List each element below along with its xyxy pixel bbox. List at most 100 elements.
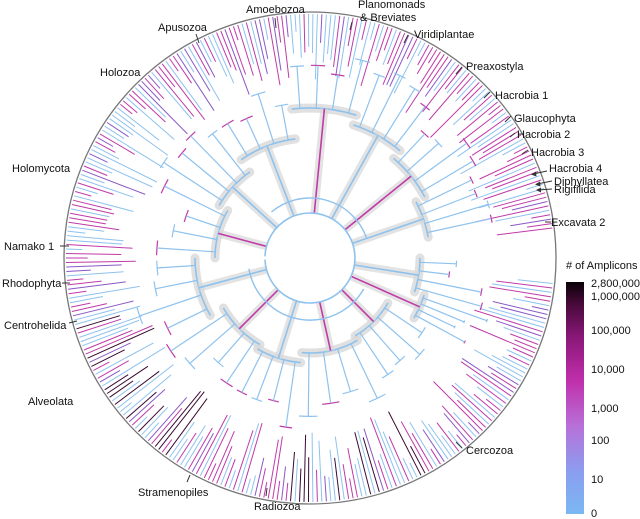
tree-tip-branch: [294, 459, 299, 502]
tree-tip-branch: [327, 14, 332, 54]
tree-tip-branch: [290, 451, 295, 502]
tree-tip-branch: [330, 15, 336, 61]
tree-tip-branch: [67, 226, 105, 232]
subclade-arc: [434, 138, 443, 148]
centrohelida-tick: [68, 320, 78, 324]
tree-tip-branch: [491, 372, 517, 390]
tree-tip-branch: [383, 28, 393, 51]
tree-tip-branch: [453, 412, 477, 438]
tree-tip-branch: [502, 142, 526, 156]
tree-tip-branch: [281, 15, 290, 79]
tree-tip-branch: [73, 195, 134, 212]
tree-tip-branch: [389, 36, 414, 87]
subclade-arc: [212, 357, 224, 368]
subclade-connector: [272, 359, 285, 401]
tree-tip-branch: [67, 230, 86, 234]
subclade-arc: [485, 318, 489, 323]
tree-tip-branch: [138, 405, 165, 432]
tree-tip-branch: [511, 201, 548, 211]
tree-tip-branch: [66, 271, 124, 277]
tree-tip-branch: [382, 29, 397, 65]
tree-tip-branch: [184, 436, 204, 468]
tree-tip-branch: [359, 21, 372, 65]
legend-tick-label: 10: [591, 474, 603, 486]
tree-tip-branch: [471, 126, 517, 156]
subclade-connector: [347, 60, 364, 114]
tree-tip-branch: [503, 326, 540, 341]
clade-label-amoebozoa: Amoebozoa: [246, 4, 306, 16]
tree-tip-branch: [335, 16, 345, 77]
tree-tip-branch: [460, 361, 512, 397]
tree-tip-branch: [427, 423, 453, 457]
tree-tip-branch: [478, 134, 522, 160]
tree-tip-branch: [117, 107, 160, 141]
root-arc: [270, 197, 368, 238]
tree-tip-branch: [531, 214, 551, 219]
tree-tip-branch: [510, 333, 539, 345]
tree-tip-branch: [491, 354, 526, 374]
tree-tip-branch: [120, 104, 133, 115]
tree-tip-branch: [460, 138, 524, 175]
tree-tip-branch: [382, 431, 406, 484]
tree-tip-branch: [66, 248, 83, 251]
tree-tip-branch: [158, 66, 176, 88]
tree-tip-branch: [387, 31, 401, 65]
subclade-arc: [279, 425, 293, 429]
tree-tip-branch: [524, 296, 551, 302]
tree-tip-branch: [456, 434, 467, 447]
subclade-arc: [160, 179, 169, 194]
clade-label-holozoa: Holozoa: [100, 67, 141, 79]
tree-tip-branch: [71, 204, 115, 215]
tree-tip-branch: [97, 360, 129, 379]
tree-tip-branch: [430, 448, 441, 465]
tree-tip-branch: [102, 346, 166, 387]
tree-tip-branch: [212, 431, 235, 482]
tree-tip-branch: [70, 296, 103, 304]
tree-tip-branch: [347, 17, 354, 47]
tree-tip-branch: [80, 319, 140, 343]
tree-tip-branch: [67, 280, 102, 286]
tree-tip-branch: [165, 60, 203, 111]
tree-tip-branch: [455, 78, 477, 102]
tree-tip-branch: [457, 119, 512, 158]
hacrobia2-tick: [509, 132, 516, 138]
tree-tip-branch: [187, 46, 221, 102]
tree-tip-branch: [254, 457, 265, 496]
clade-label-breviates: & Breviates: [360, 12, 417, 24]
tree-tip-branch: [444, 67, 463, 90]
tree-tip-branch: [513, 298, 550, 307]
tree-tip-branch: [472, 88, 486, 102]
tree-tip-branch: [508, 354, 530, 366]
tree-tip-branch: [362, 437, 380, 493]
tree-tip-branch: [363, 428, 385, 491]
tree-tip-branch: [71, 303, 108, 312]
tree-tip-branch: [69, 217, 106, 225]
tree-tip-branch: [144, 422, 160, 439]
tree-tip-branch: [99, 369, 121, 383]
clade-label-hacrobia1: Hacrobia 1: [495, 90, 548, 102]
tree-tip-branch: [76, 186, 98, 195]
tree-tip-branch: [512, 347, 534, 358]
subclade-connector: [417, 179, 472, 207]
tree-tip-branch: [102, 129, 164, 169]
tree-tip-branch: [483, 179, 542, 200]
subclade-connector: [245, 118, 261, 150]
clade-label-preaxostyla: Preaxostyla: [466, 61, 524, 73]
hacrobia4-arrowhead: [531, 171, 537, 177]
subclade-connector: [414, 142, 468, 182]
tree-tip-branch: [187, 427, 213, 470]
tree-tip-branch: [469, 98, 496, 121]
tree-tip-branch: [245, 22, 263, 82]
tree-tip-branch: [89, 342, 131, 363]
tree-tip-branch: [374, 419, 401, 485]
tree-tip-branch: [410, 445, 426, 474]
tree-tip-branch: [70, 208, 110, 218]
subclade-connector: [406, 142, 439, 172]
tree-tip-branch: [141, 406, 169, 436]
tree-tip-branch: [406, 38, 418, 60]
tree-tip-branch: [228, 27, 247, 75]
tree-tip-branch: [258, 468, 266, 497]
tree-tip-branch: [95, 141, 116, 153]
tree-tip-branch: [333, 15, 341, 68]
tree-tip-branch: [267, 439, 279, 499]
